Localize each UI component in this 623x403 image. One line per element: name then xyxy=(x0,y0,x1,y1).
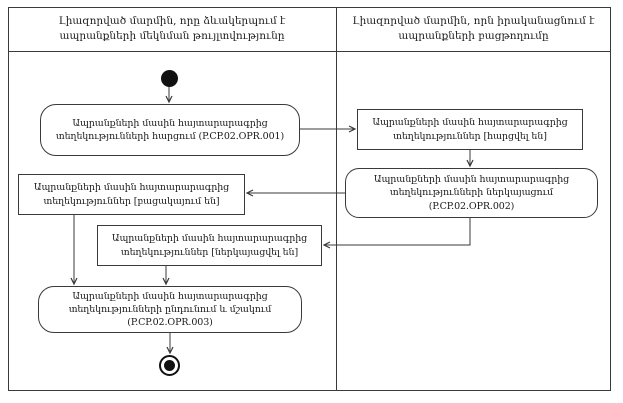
object-info-absent: Ապրանքների մասին հայտարարագրից տեղեկությ… xyxy=(18,174,245,215)
initial-node xyxy=(161,70,178,87)
object-info-submitted: Ապրանքների մասին հայտարարագրից տեղեկությ… xyxy=(97,225,322,266)
lane-header-release-authority: Լիազորված մարմին, որն իրականացնում է ապր… xyxy=(352,14,595,42)
final-node xyxy=(159,355,180,376)
lane-divider xyxy=(336,7,337,391)
final-node-core xyxy=(164,360,175,371)
lane-header-row: Լիազորված մարմին, որը ձևակերպում է ապրան… xyxy=(8,7,611,52)
action-receive-process-info: Ապրանքների մասին հայտարարագրից տեղեկությ… xyxy=(38,286,302,333)
diagram-outer-frame xyxy=(8,7,611,391)
lane-header-departure-authority: Լիազորված մարմին, որը ձևակերպում է ապրան… xyxy=(58,14,286,42)
action-submit-declaration-info: Ապրանքների մասին հայտարարագրից տեղեկությ… xyxy=(345,168,598,218)
object-info-requested: Ապրանքների մասին հայտարարագրից տեղեկությ… xyxy=(357,109,583,150)
action-request-declaration-info: Ապրանքների մասին հայտարարագրից տեղեկությ… xyxy=(40,104,300,156)
